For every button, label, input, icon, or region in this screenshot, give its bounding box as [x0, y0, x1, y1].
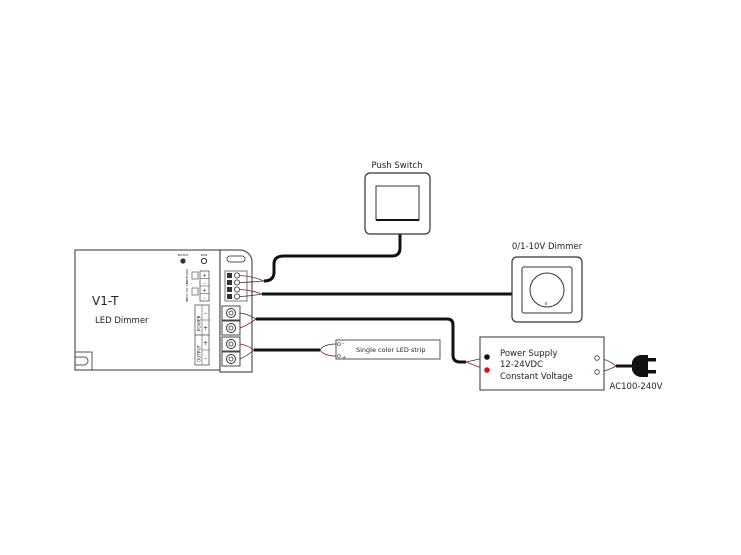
power-label: POWER: [197, 315, 202, 331]
power-supply-body: [479, 336, 605, 391]
ac-plug-icon: [632, 355, 648, 377]
mounting-tab: [75, 351, 93, 370]
dc-positive-terminal: [484, 367, 490, 373]
power-supply: Power Supply 12-24VDC Constant Voltage: [479, 336, 605, 391]
svg-text:+: +: [202, 273, 206, 279]
ac-terminal-l: [594, 355, 600, 361]
output-label: OUTPUT: [197, 344, 202, 362]
push-switch: Push Switch: [364, 161, 431, 235]
dimmer-mini-icon: [191, 287, 199, 296]
signal-terminal-block: [224, 270, 248, 302]
svg-text:–: –: [342, 341, 345, 347]
controller: MATCH RUN + – + – PUSH DIM INPUT 0/1-10V…: [74, 249, 253, 373]
power-supply-wire: [256, 317, 466, 364]
svg-text:+: +: [202, 288, 206, 294]
svg-text:–: –: [204, 310, 207, 317]
svg-text:+: +: [203, 325, 208, 332]
wires: [239, 234, 634, 373]
push-switch-label: Push Switch: [372, 161, 423, 171]
led-strip-body: [335, 339, 441, 360]
controller-model: V1-T: [92, 294, 119, 308]
svg-text:–: –: [204, 355, 207, 362]
ac-plug: AC100-240V: [610, 355, 663, 392]
dimmer: 0/1-10V Dimmer: [511, 242, 583, 323]
push-switch-mini-icon: [191, 271, 199, 280]
dc-negative-terminal: [484, 354, 490, 360]
svg-text:+: +: [342, 355, 346, 361]
power-supply-line3: Constant Voltage: [500, 372, 573, 382]
led-strip: – + Single color LED strip: [335, 339, 441, 361]
run-label: RUN: [201, 253, 208, 257]
push-switch-button: [375, 185, 420, 221]
dimmer-label: 0/1-10V Dimmer: [512, 242, 583, 252]
run-led-icon: [200, 257, 208, 265]
ac-terminal-n: [594, 369, 600, 375]
screw-terminals: [221, 305, 241, 367]
push-switch-wire: [263, 234, 402, 283]
led-strip-label: Single color LED strip: [356, 346, 425, 354]
power-supply-line2: 12-24VDC: [500, 360, 543, 370]
match-label: MATCH: [178, 253, 188, 257]
match-button-icon[interactable]: [180, 258, 186, 264]
power-supply-line1: Power Supply: [500, 349, 557, 359]
push-dim-label: PUSH DIM: [185, 269, 189, 284]
dimmer-knob-icon: [529, 272, 565, 308]
controller-subtitle: LED Dimmer: [95, 316, 149, 326]
svg-text:–: –: [203, 281, 206, 287]
ac-voltage-label: AC100-240V: [610, 382, 663, 392]
svg-text:–: –: [203, 296, 206, 302]
svg-text:+: +: [203, 340, 208, 347]
input-label: INPUT 0/1-10V: [185, 279, 189, 302]
